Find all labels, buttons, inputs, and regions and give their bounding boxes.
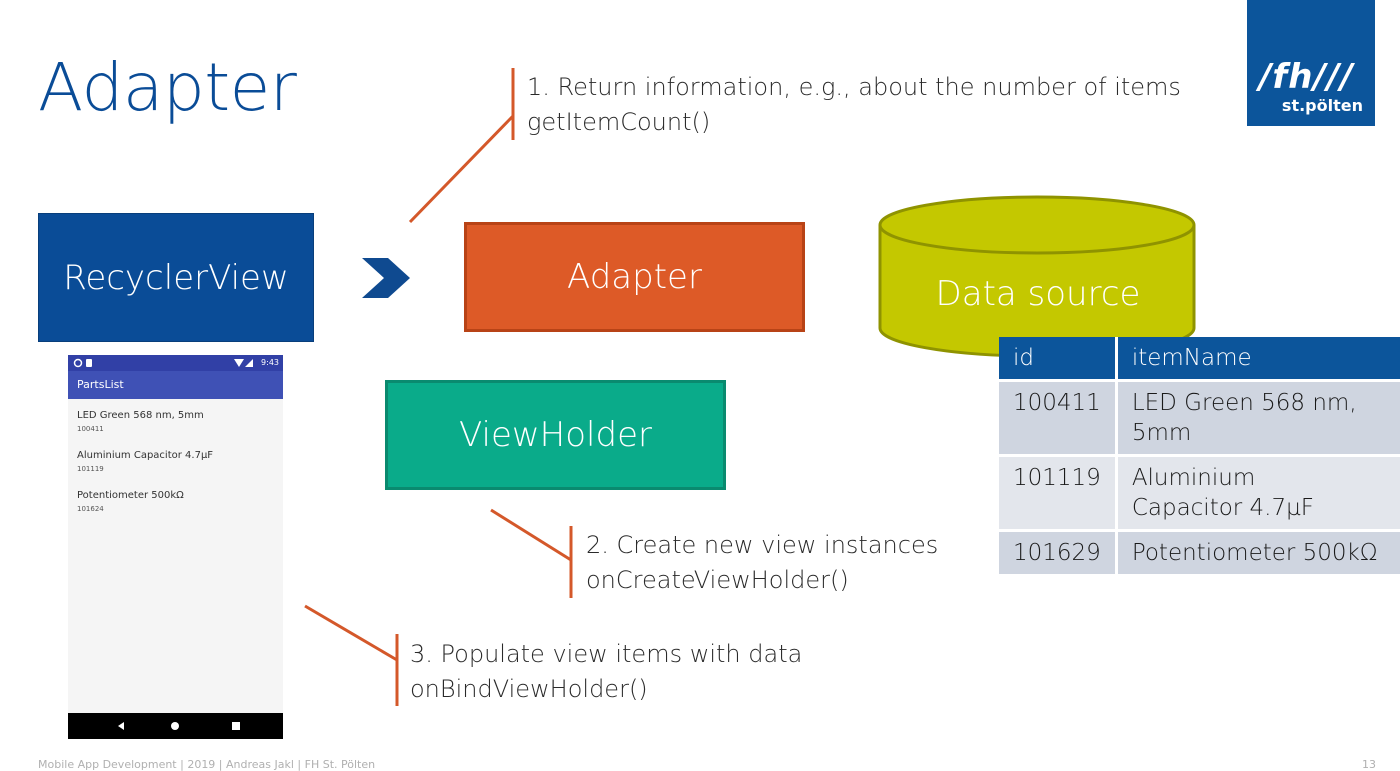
page-number: 13: [1362, 758, 1376, 771]
table-row: 101629 Potentiometer 500kΩ: [999, 532, 1400, 577]
step3-description: 3. Populate view items with data: [410, 640, 803, 668]
viewholder-box: ViewHolder: [385, 380, 726, 490]
recents-icon: [232, 722, 240, 730]
fh-logo: /fh/// st.pölten: [1247, 0, 1375, 126]
table-cell-id: 101119: [999, 457, 1118, 532]
status-time: 9:43: [261, 358, 279, 367]
step3-connector: [304, 604, 398, 662]
step1-text: 1. Return information, e.g., about the n…: [527, 70, 1181, 140]
step2-method: onCreateViewHolder(): [586, 566, 849, 594]
app-bar-title: PartsList: [68, 371, 283, 399]
step2-text: 2. Create new view instances onCreateVie…: [586, 528, 938, 598]
list-item[interactable]: Potentiometer 500kΩ 101624: [77, 489, 213, 514]
parts-list: LED Green 568 nm, 5mm 100411 Aluminium C…: [77, 409, 213, 529]
step1-connector: [408, 114, 515, 224]
nav-buttons: [118, 722, 240, 730]
table-row: 101119 Aluminium Capacitor 4.7µF: [999, 457, 1400, 532]
step1-method: getItemCount(): [527, 108, 711, 136]
chevron-right-icon: [362, 258, 410, 298]
list-item-id: 101119: [77, 465, 104, 473]
navigation-bar: [68, 713, 283, 739]
data-source-label: Data source: [935, 274, 1141, 314]
table-cell-itemname: Potentiometer 500kΩ: [1117, 532, 1400, 577]
table-row: 100411 LED Green 568 nm, 5mm: [999, 382, 1400, 457]
step1-description: 1. Return information, e.g., about the n…: [527, 73, 1181, 101]
back-icon: [118, 722, 124, 730]
list-item-id: 100411: [77, 425, 104, 433]
list-item[interactable]: LED Green 568 nm, 5mm 100411: [77, 409, 213, 434]
column-header-id: id: [999, 337, 1118, 382]
logo-subtitle: st.pölten: [1281, 96, 1363, 115]
phone-screenshot: 9:43 PartsList LED Green 568 nm, 5mm 100…: [68, 355, 283, 739]
adapter-box: Adapter: [464, 222, 805, 332]
table-cell-itemname: Aluminium Capacitor 4.7µF: [1117, 457, 1400, 532]
table-cell-itemname: LED Green 568 nm, 5mm: [1117, 382, 1400, 457]
list-item-id: 101624: [77, 505, 104, 513]
step3-text: 3. Populate view items with data onBindV…: [410, 637, 802, 707]
slide-footer: Mobile App Development | 2019 | Andreas …: [38, 758, 376, 771]
list-item-name: Aluminium Capacitor 4.7µF: [77, 450, 214, 461]
signal-battery-icons: [234, 359, 253, 367]
recyclerview-box: RecyclerView: [38, 213, 314, 342]
table-cell-id: 101629: [999, 532, 1118, 577]
column-header-itemname: itemName: [1117, 337, 1400, 382]
notification-icons: [73, 358, 92, 368]
step2-connector: [490, 508, 572, 562]
logo-mark: /fh///: [1259, 57, 1354, 97]
slide-title: Adapter: [38, 49, 297, 126]
step3-method: onBindViewHolder(): [410, 675, 648, 703]
status-bar: 9:43: [68, 355, 283, 371]
list-item[interactable]: Aluminium Capacitor 4.7µF 101119: [77, 449, 213, 474]
list-item-name: Potentiometer 500kΩ: [77, 490, 184, 501]
home-icon: [171, 722, 179, 730]
step2-description: 2. Create new view instances: [586, 531, 939, 559]
data-table: id itemName 100411 LED Green 568 nm, 5mm…: [999, 337, 1400, 577]
data-source-cylinder: [878, 195, 1196, 358]
list-item-name: LED Green 568 nm, 5mm: [77, 410, 204, 421]
table-header-row: id itemName: [999, 337, 1400, 382]
table-cell-id: 100411: [999, 382, 1118, 457]
